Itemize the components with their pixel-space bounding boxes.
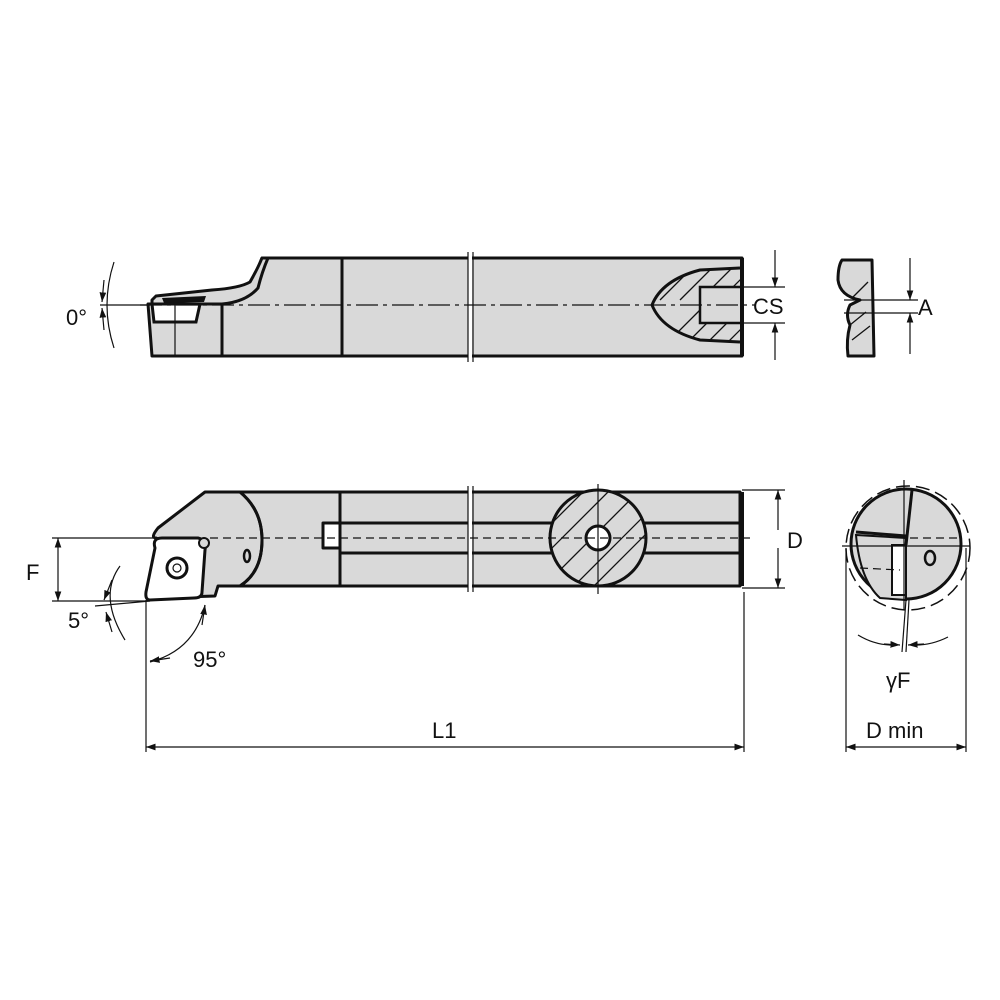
- angle-95-annotation: 95°: [149, 604, 226, 672]
- head-end-view: γF D min: [842, 480, 971, 752]
- plan-neck: [238, 490, 342, 588]
- d-label: D: [787, 528, 803, 553]
- angle-95-label: 95°: [193, 647, 226, 672]
- head-lip: [150, 256, 270, 306]
- d-min-label: D min: [866, 718, 923, 743]
- neck-body: [220, 256, 344, 358]
- end-section-view: A: [836, 258, 933, 358]
- plan-shank: [338, 490, 742, 588]
- angle-5-annotation: 5°: [68, 565, 151, 641]
- gamma-f-label: γF: [886, 668, 910, 693]
- angle-5-label: 5°: [68, 608, 89, 633]
- side-view: [100, 252, 755, 362]
- cs-label: CS: [753, 294, 784, 319]
- insert-screw-icon: [165, 556, 189, 580]
- plan-view: [144, 484, 750, 602]
- l1-dimension: L1: [145, 592, 745, 752]
- cs-dimension: CS: [742, 250, 785, 360]
- angle-0-annotation: 0°: [66, 261, 115, 349]
- a-label: A: [918, 295, 933, 320]
- d-dimension: D: [742, 489, 803, 589]
- angle-0-label: 0°: [66, 305, 87, 330]
- f-label: F: [26, 560, 39, 585]
- f-dimension: F: [26, 537, 162, 602]
- l1-label: L1: [432, 718, 456, 743]
